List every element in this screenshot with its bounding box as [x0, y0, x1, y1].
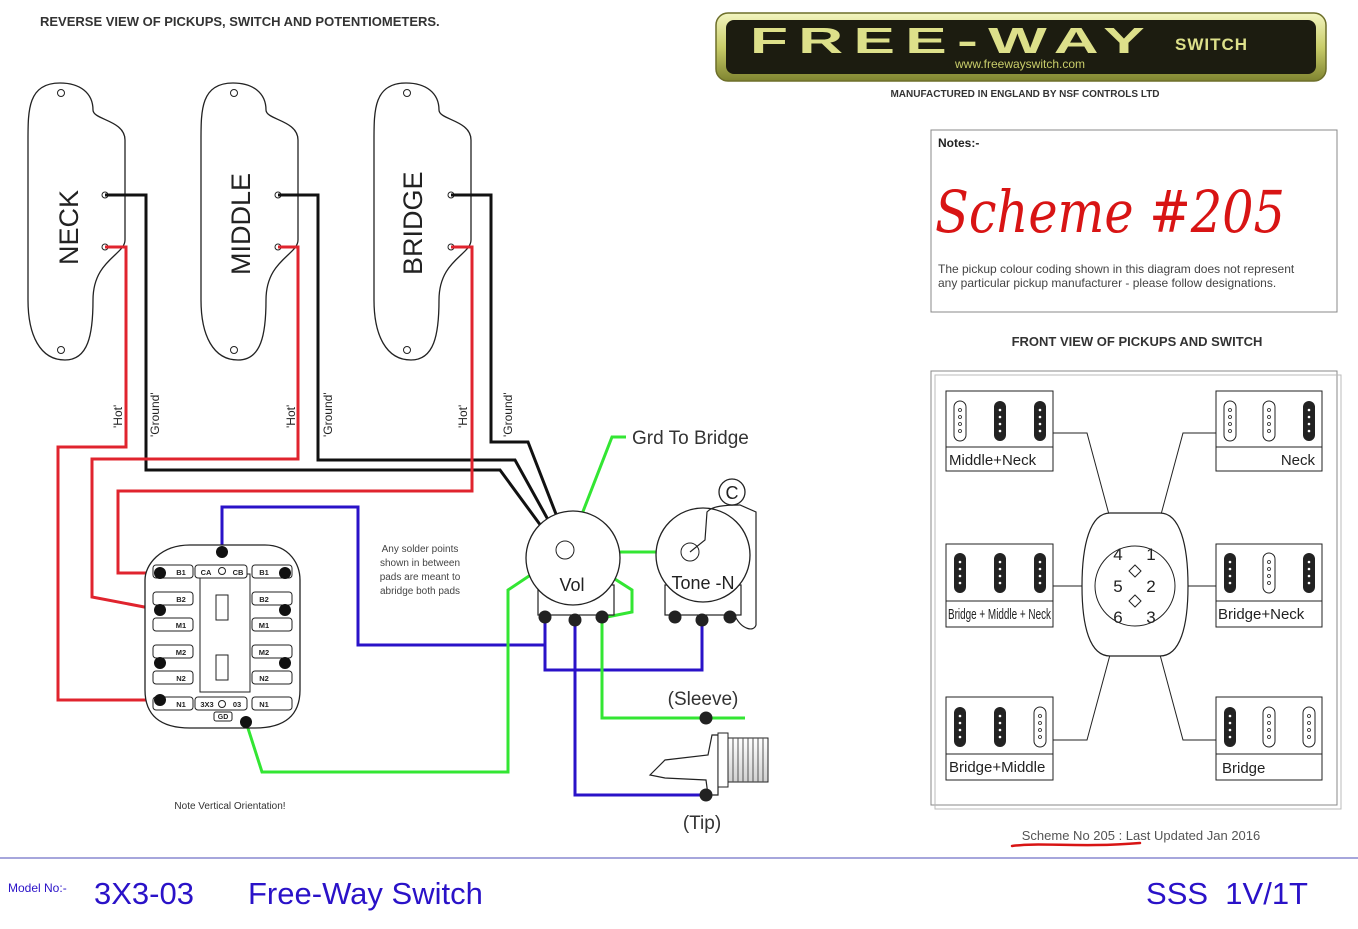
- pickup-label-bridge: BRIDGE: [398, 171, 428, 275]
- freeway-switch: GD B1 CA CB B1 B1 B2 M1 M2 N2 N1 B1 B2 M…: [144, 544, 301, 729]
- solder-note-line-1: Any solder points: [382, 544, 459, 555]
- capacitor: C: [718, 478, 746, 506]
- switch-left-label-3: M1: [176, 621, 186, 630]
- notes-text-line-2: any particular pickup manufacturer - ple…: [938, 276, 1276, 290]
- switch-top-label-2: CA: [201, 568, 212, 577]
- pickup-middle: MIDDLE: [200, 82, 299, 361]
- position-label-bridge-middle: Bridge+Middle: [949, 759, 1045, 776]
- logo-brand: FREE-WAY: [750, 20, 1155, 61]
- logo-url: www.freewayswitch.com: [954, 57, 1085, 71]
- manufacturer-line: MANUFACTURED IN ENGLAND BY NSF CONTROLS …: [890, 89, 1159, 100]
- switch-left-label-4: M2: [176, 648, 186, 657]
- switch-right-label-2: B2: [259, 595, 269, 604]
- handwritten-scheme: Scheme #205: [935, 178, 1285, 246]
- switch-left-label-5: N2: [176, 674, 186, 683]
- selector-number-2: 2: [1146, 577, 1155, 596]
- pickup-label-neck: NECK: [54, 190, 84, 265]
- switch-bottom-label-3: 03: [233, 700, 241, 709]
- capacitor-label: C: [726, 483, 739, 503]
- front-view-box: 4 1 5 2 6 3: [930, 370, 1342, 810]
- position-label-middle-neck: Middle+Neck: [949, 452, 1037, 469]
- bridge-ground-label: 'Ground': [501, 392, 515, 437]
- orientation-note: Note Vertical Orientation!: [174, 801, 285, 812]
- switch-right-label-5: N2: [259, 674, 269, 683]
- sleeve-label: (Sleeve): [668, 689, 739, 710]
- handwritten-underline: [1010, 841, 1142, 848]
- model-prefix: Model No:-: [8, 881, 67, 895]
- middle-hot-label: 'Hot': [284, 405, 298, 428]
- logo-switch-word: SWITCH: [1175, 35, 1248, 54]
- tone-pot: Tone -N: [655, 504, 757, 630]
- switch-bottom-label-1: N1: [176, 700, 186, 709]
- solder-note-line-4: abridge both pads: [380, 586, 460, 597]
- diagram-title: REVERSE VIEW OF PICKUPS, SWITCH AND POTE…: [40, 14, 440, 29]
- position-label-bridge-middle-neck: Bridge + Middle + Neck: [948, 606, 1051, 623]
- tip-label: (Tip): [683, 813, 721, 834]
- output-jack: [648, 711, 769, 802]
- position-label-neck: Neck: [1281, 452, 1316, 469]
- selector-number-4: 4: [1113, 545, 1122, 564]
- notes-text-line-1: The pickup colour coding shown in this d…: [938, 262, 1295, 276]
- solder-points: [154, 546, 291, 728]
- switch-bottom-label-2: 3X3: [200, 700, 213, 709]
- selector-number-6: 6: [1113, 608, 1122, 627]
- switch-top-label-3: CB: [233, 568, 244, 577]
- switch-left-label-2: B2: [176, 595, 186, 604]
- product-name: Free-Way Switch: [248, 876, 483, 911]
- vol-label: Vol: [559, 575, 584, 595]
- switch-right-label-3: M1: [259, 621, 269, 630]
- switch-bottom-label-4: N1: [259, 700, 269, 709]
- switch-right-label-4: M2: [259, 648, 269, 657]
- pickup-icons: [953, 400, 1316, 748]
- bridge-hot-label: 'Hot': [456, 405, 470, 428]
- middle-ground-label: 'Ground': [321, 392, 335, 437]
- config-label: SSS 1V/1T: [1146, 876, 1308, 911]
- selector-number-5: 5: [1113, 577, 1122, 596]
- selector-number-1: 1: [1146, 545, 1155, 564]
- switch-top-label-1: B1: [176, 568, 186, 577]
- blue-wires: [220, 505, 706, 797]
- notes-box: Notes:- Scheme #205 The pickup colour co…: [930, 129, 1338, 313]
- scheme-update-line: Scheme No 205 : Last Updated Jan 2016: [1022, 828, 1261, 843]
- freeway-logo: FREE-WAY SWITCH www.freewayswitch.com: [715, 12, 1327, 82]
- solder-note-line-2: shown in between: [380, 558, 460, 569]
- neck-ground-label: 'Ground': [148, 392, 162, 437]
- neck-hot-label: 'Hot': [111, 405, 125, 428]
- ground-to-bridge-label: Grd To Bridge: [632, 428, 749, 449]
- volume-pot: Vol: [525, 510, 621, 627]
- solder-note: Any solder points shown in between pads …: [380, 544, 461, 597]
- switch-top-label-4: B1: [259, 568, 269, 577]
- ground-wires: [105, 193, 570, 546]
- front-view-title: FRONT VIEW OF PICKUPS AND SWITCH: [1012, 334, 1263, 349]
- pickup-neck: NECK: [27, 82, 126, 361]
- solder-note-line-3: pads are meant to: [380, 572, 461, 583]
- position-label-bridge-neck: Bridge+Neck: [1218, 606, 1305, 623]
- position-label-bridge: Bridge: [1222, 760, 1265, 777]
- pickup-bridge: BRIDGE: [373, 82, 472, 361]
- notes-heading: Notes:-: [938, 136, 979, 150]
- pickup-label-middle: MIDDLE: [226, 173, 256, 275]
- switch-gd-label: GD: [218, 714, 229, 721]
- selector-number-3: 3: [1146, 608, 1155, 627]
- tone-label: Tone -N: [671, 573, 734, 593]
- model-number: 3X3-03: [94, 876, 194, 911]
